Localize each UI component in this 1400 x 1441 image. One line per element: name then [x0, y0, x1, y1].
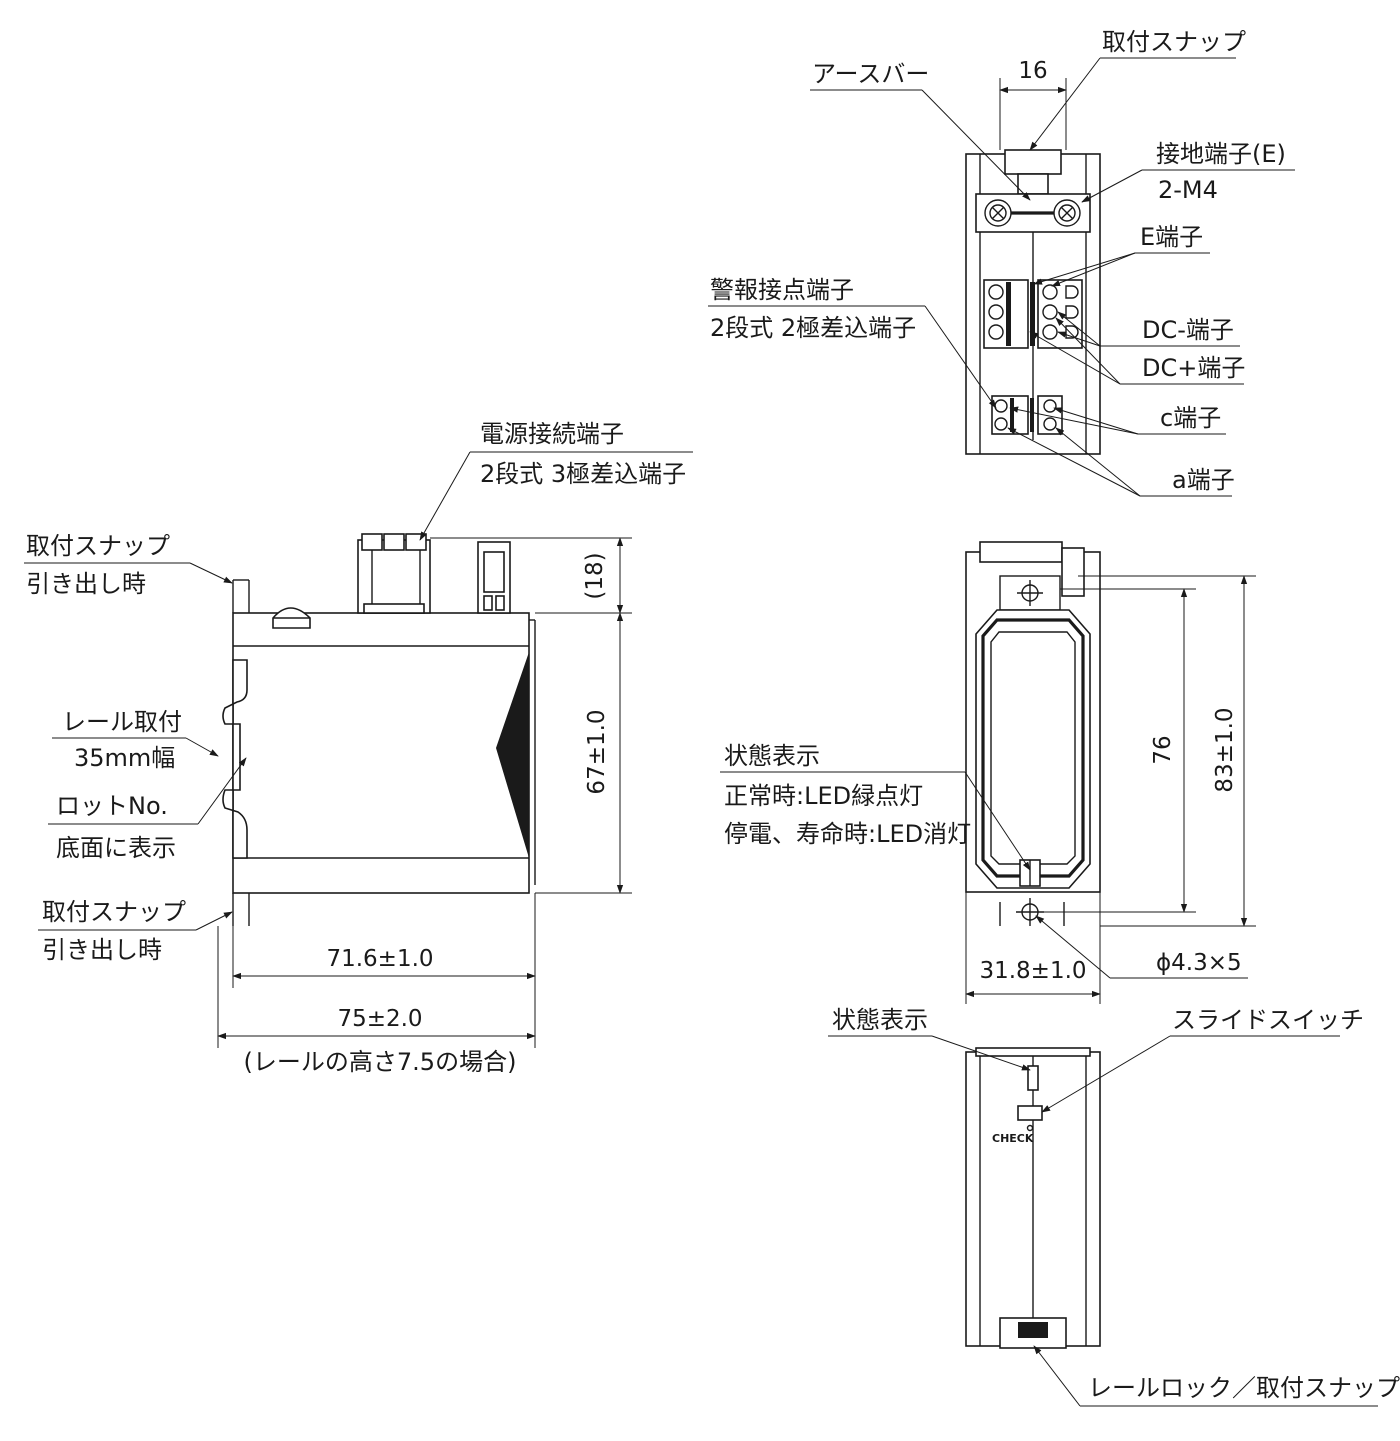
dc-plus-label: DC+端子 [1142, 354, 1245, 382]
dimension-18: (18) [582, 552, 608, 599]
mount-snap-label: 取付スナップ [1102, 28, 1246, 56]
dimension-71-6: 71.6±1.0 [326, 946, 433, 972]
rail-mount-label: レール取付 [62, 708, 182, 736]
dimension-75: 75±2.0 [337, 1006, 422, 1032]
rail-height-note: (レールの高さ7.5の場合) [244, 1048, 517, 1076]
lot-no-location: 底面に表示 [56, 834, 176, 862]
power-terminal [357, 533, 431, 614]
earth-bar-label: アースバー [812, 60, 929, 88]
status-failure: 停電、寿命時:LED消灯 [724, 820, 971, 848]
slide-switch-label: スライドスイッチ [1172, 1006, 1364, 1034]
a-terminal-label: a端子 [1172, 466, 1235, 494]
bottom-view: CHECK 状態表示 スライドスイッチ レールロック／取付スナップ [828, 1006, 1400, 1407]
ground-screw-spec: 2-M4 [1158, 176, 1218, 204]
power-terminal-type: 2段式 3極差込端子 [480, 460, 686, 488]
front-panel-frame [975, 609, 1091, 889]
dc-minus-label: DC-端子 [1142, 316, 1234, 344]
dimension-31-8: 31.8±1.0 [979, 958, 1086, 984]
ca-terminal-block [991, 395, 1063, 435]
status-label: 状態表示 [724, 742, 820, 770]
c-terminal-label: c端子 [1160, 404, 1221, 432]
dimension-83: 83±1.0 [1212, 707, 1238, 792]
check-marking: CHECK [992, 1132, 1034, 1145]
slide-switch[interactable] [1017, 1105, 1043, 1121]
side-view-body [232, 612, 530, 894]
front-view: 76 83±1.0 31.8±1.0 ϕ4.3×5 状態表示 正常時:LED緑点… [720, 541, 1256, 1004]
lot-no-label: ロットNo. [56, 792, 168, 820]
dimension-67: 67±1.0 [584, 709, 610, 794]
ground-terminal-label: 接地端子(E) [1156, 140, 1286, 168]
status-led-window [1027, 1065, 1039, 1091]
e-terminal-label: E端子 [1140, 223, 1203, 251]
snap-top-label: 取付スナップ [26, 532, 170, 560]
status-normal: 正常時:LED緑点灯 [724, 782, 923, 810]
rail-lock-label: レールロック／取付スナップ [1088, 1374, 1400, 1402]
side-view: 電源接続端子 2段式 3極差込端子 取付スナップ 引き出し時 レール取付 35m… [24, 420, 693, 1076]
alarm-terminal-label: 警報接点端子 [710, 276, 854, 304]
snap-top-condition: 引き出し時 [26, 570, 146, 598]
hole-dimension: ϕ4.3×5 [1156, 950, 1242, 976]
alarm-terminal-block [983, 279, 1083, 349]
top-width-dimension: 16 [1018, 58, 1047, 84]
top-view: 16 取付スナップ アースバー 接地端子(E) 2-M4 E端子 警報接点端子 … [708, 28, 1295, 497]
rail-mount-width: 35mm幅 [74, 744, 175, 772]
heatsink-fins [496, 652, 529, 858]
snap-bottom-label: 取付スナップ [42, 898, 186, 926]
power-terminal-label: 電源接続端子 [480, 420, 624, 448]
dimension-76: 76 [1150, 735, 1176, 764]
bottom-status-label: 状態表示 [832, 1006, 928, 1034]
snap-bottom-condition: 引き出し時 [42, 936, 162, 964]
alarm-terminal-side [477, 541, 511, 614]
alarm-terminal-type: 2段式 2極差込端子 [710, 314, 916, 342]
